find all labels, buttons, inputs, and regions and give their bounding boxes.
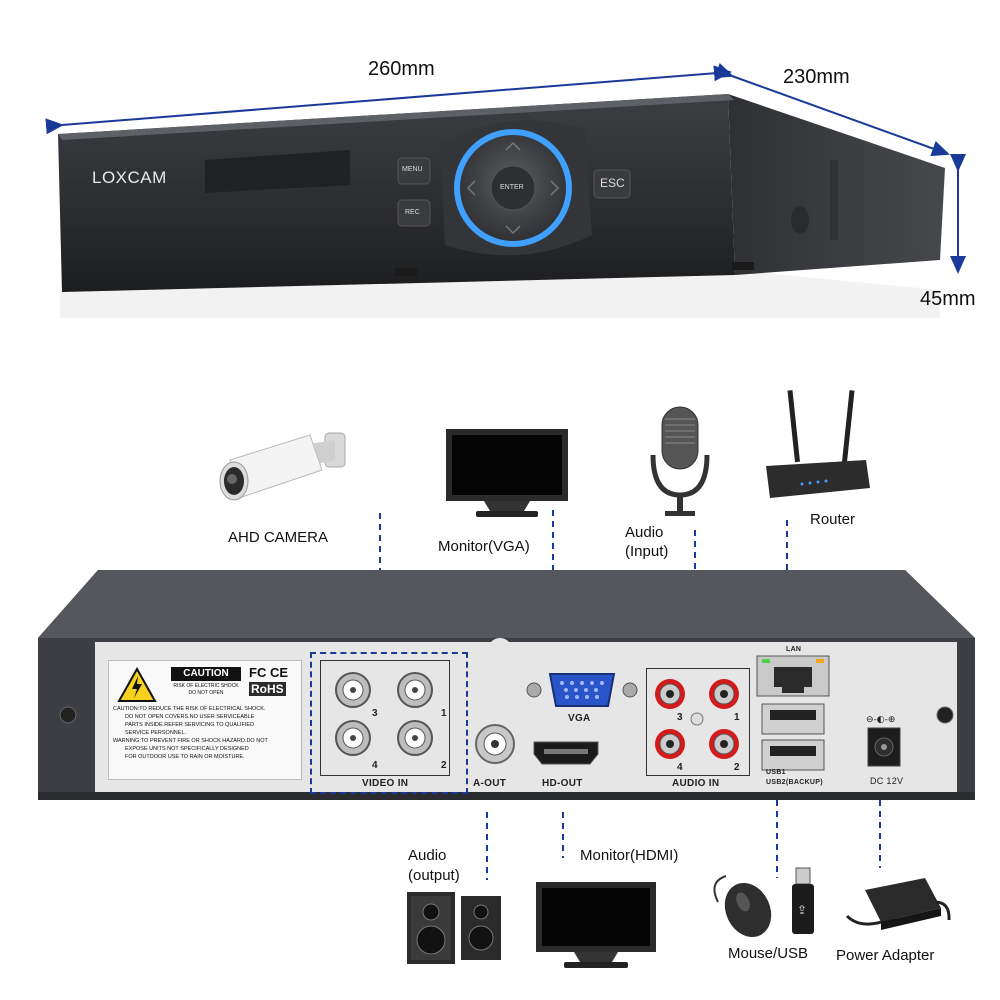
enter-button: ENTER [500, 184, 524, 191]
bnc-label-1: 1 [441, 708, 447, 719]
audio-in-frame [646, 668, 750, 776]
monitor-hdmi-label: Monitor(HDMI) [580, 847, 679, 864]
rca-label-3: 3 [677, 712, 683, 723]
warning-line-7: FOR OUTDOOR USE TO RAIN OR MOISTURE. [125, 754, 245, 760]
audio-in-label: AUDIO IN [672, 778, 720, 789]
brand-logo: LOXCAM [92, 168, 167, 187]
warning-line-4: SERVICE PERSONNEL. [125, 730, 187, 736]
fc-ce-mark: FC CE [249, 665, 288, 680]
width-dimension: 260mm [368, 58, 435, 80]
video-in-group [310, 652, 468, 794]
power-adapter-label: Power Adapter [836, 947, 935, 964]
esc-button: ESC [600, 176, 625, 190]
video-in-label: VIDEO IN [362, 778, 409, 789]
dc-power-port: ⊖-◐-⊕ [866, 715, 901, 767]
usb2-label: USB2(BACKUP) [766, 779, 823, 786]
depth-dimension: 230mm [783, 66, 850, 88]
dvr-front-view: 260mm 230mm 45mm LOXCAM MENU REC ENTER E… [0, 0, 1000, 330]
vga-label: VGA [568, 713, 591, 724]
warning-icon [117, 667, 157, 702]
warning-line-6: EXPOSE UNITS NOT SPECIFICALLY DESIGNED [125, 746, 249, 752]
audio-output-label-line2: (output) [408, 867, 460, 884]
camera-label: AHD CAMERA [228, 529, 329, 546]
rca-label-1: 1 [734, 712, 740, 723]
microphone-icon [645, 405, 715, 520]
caution-sub2: DO NOT OPEN [188, 690, 224, 696]
monitor-vga-icon [444, 427, 570, 522]
lan-port [756, 655, 830, 697]
rca-label-4: 4 [677, 762, 683, 773]
menu-button: MENU [402, 166, 423, 173]
router-icon [762, 388, 872, 503]
a-out-port [475, 724, 515, 764]
height-dimension: 45mm [920, 288, 976, 310]
usb-ports [761, 703, 825, 771]
mouse-icon [708, 872, 778, 942]
warning-line-5: WARNING:TO PREVENT FIRE OR SHOCK HAZARD.… [113, 738, 268, 744]
svg-text:⊖-◐-⊕: ⊖-◐-⊕ [866, 715, 895, 725]
power-adapter-icon [845, 872, 955, 942]
usb1-label: USB1 [766, 769, 786, 776]
rohs-mark: RoHS [249, 682, 286, 696]
caution-title: CAUTION [171, 667, 241, 681]
monitor-hdmi-icon [534, 880, 658, 972]
router-label: Router [810, 511, 856, 528]
caution-sub1: RISK OF ELECTRIC SHOCK [173, 683, 239, 689]
hd-out-label: HD-OUT [542, 778, 583, 789]
bnc-label-4: 4 [372, 760, 378, 771]
warning-line-3: PARTS INSIDE.REFER SERVICING TO QUALIFIE… [125, 722, 255, 728]
warning-line-1: CAUTION:TO REDUCE THE RISK OF ELECTRICAL… [113, 706, 266, 712]
video-in-frame [320, 660, 450, 776]
caution-label: CAUTION RISK OF ELECTRIC SHOCK DO NOT OP… [108, 660, 302, 780]
dc-label: DC 12V [870, 776, 904, 786]
warning-line-2: DO NOT OPEN COVERS.NO USER SERVICEABLE [125, 714, 255, 720]
rec-button: REC [405, 209, 420, 216]
bnc-label-3: 3 [372, 708, 378, 719]
rca-ports [655, 679, 739, 759]
svg-text:⇪: ⇪ [797, 903, 807, 917]
a-out-label: A-OUT [473, 778, 507, 789]
audio-input-label-line2: (Input) [625, 543, 669, 560]
camera-icon [210, 415, 360, 515]
monitor-vga-label: Monitor(VGA) [438, 538, 530, 555]
bnc-label-2: 2 [441, 760, 447, 771]
bnc-ports [335, 672, 433, 756]
usb-drive-icon: ⇪ [788, 866, 818, 936]
audio-output-label-line1: Audio [408, 847, 447, 864]
audio-input-label-line1: Audio [625, 524, 664, 541]
hdmi-port [533, 741, 599, 765]
dvr-front-illustration [45, 63, 966, 318]
mouse-usb-label: Mouse/USB [728, 945, 809, 962]
rca-label-2: 2 [734, 762, 740, 773]
vga-port [526, 673, 638, 707]
speaker-icon [405, 888, 505, 966]
lan-label: LAN [786, 646, 802, 653]
